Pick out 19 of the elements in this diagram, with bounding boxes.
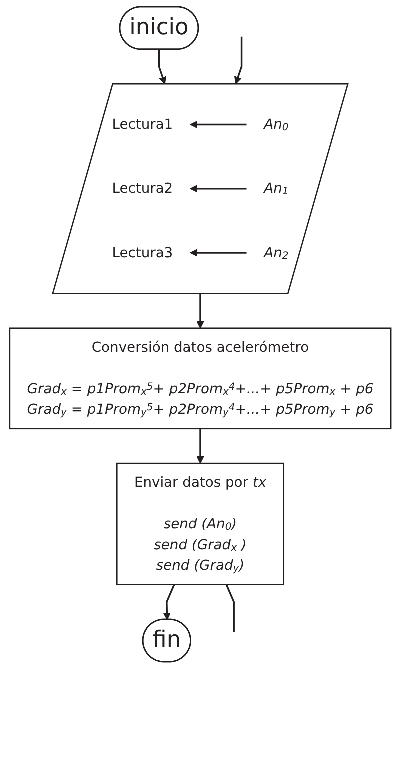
node-box	[116, 462, 285, 586]
node-text: An$_{0}$	[264, 116, 289, 134]
arrow	[196, 294, 204, 329]
node-text: An$_{1}$	[264, 180, 289, 198]
arrow	[190, 120, 247, 129]
arrow	[234, 36, 243, 84]
arrow	[163, 584, 176, 620]
node-box	[9, 328, 392, 430]
node-text: Lectura3	[112, 244, 174, 261]
flowchart-drawing: Lectura1 An$_{0}$ Lectura2 An$_{1}$ Lectura3 An$_{2}$ inicio Conversión datos acelerómetro Grad$_{x}$ = p1Prom$_{x}$$^{5}$+ p2Prom$_{x}$$^{4}$+...+ p5Prom$_{x}$ + p6 Grad$_{y}$ = p1Prom$_{y}$$^{5}$+ p2Prom$_{y}$$^{4}$+...+ p5Prom$_{y}$ + p6 Enviar datos por tx send (An$_{0}$) send (Grad$_{x}$ ) send (Grad$_{y}$) fin	[3, 0, 398, 669]
cluster	[52, 83, 349, 294]
connector	[226, 584, 235, 632]
arrow	[190, 185, 247, 193]
arrow	[158, 49, 166, 84]
arrow	[190, 249, 247, 257]
node-text: Lectura2	[112, 180, 174, 197]
arrow	[196, 428, 204, 464]
node-text: An$_{2}$	[264, 244, 289, 262]
node-text: Lectura1	[112, 116, 174, 133]
